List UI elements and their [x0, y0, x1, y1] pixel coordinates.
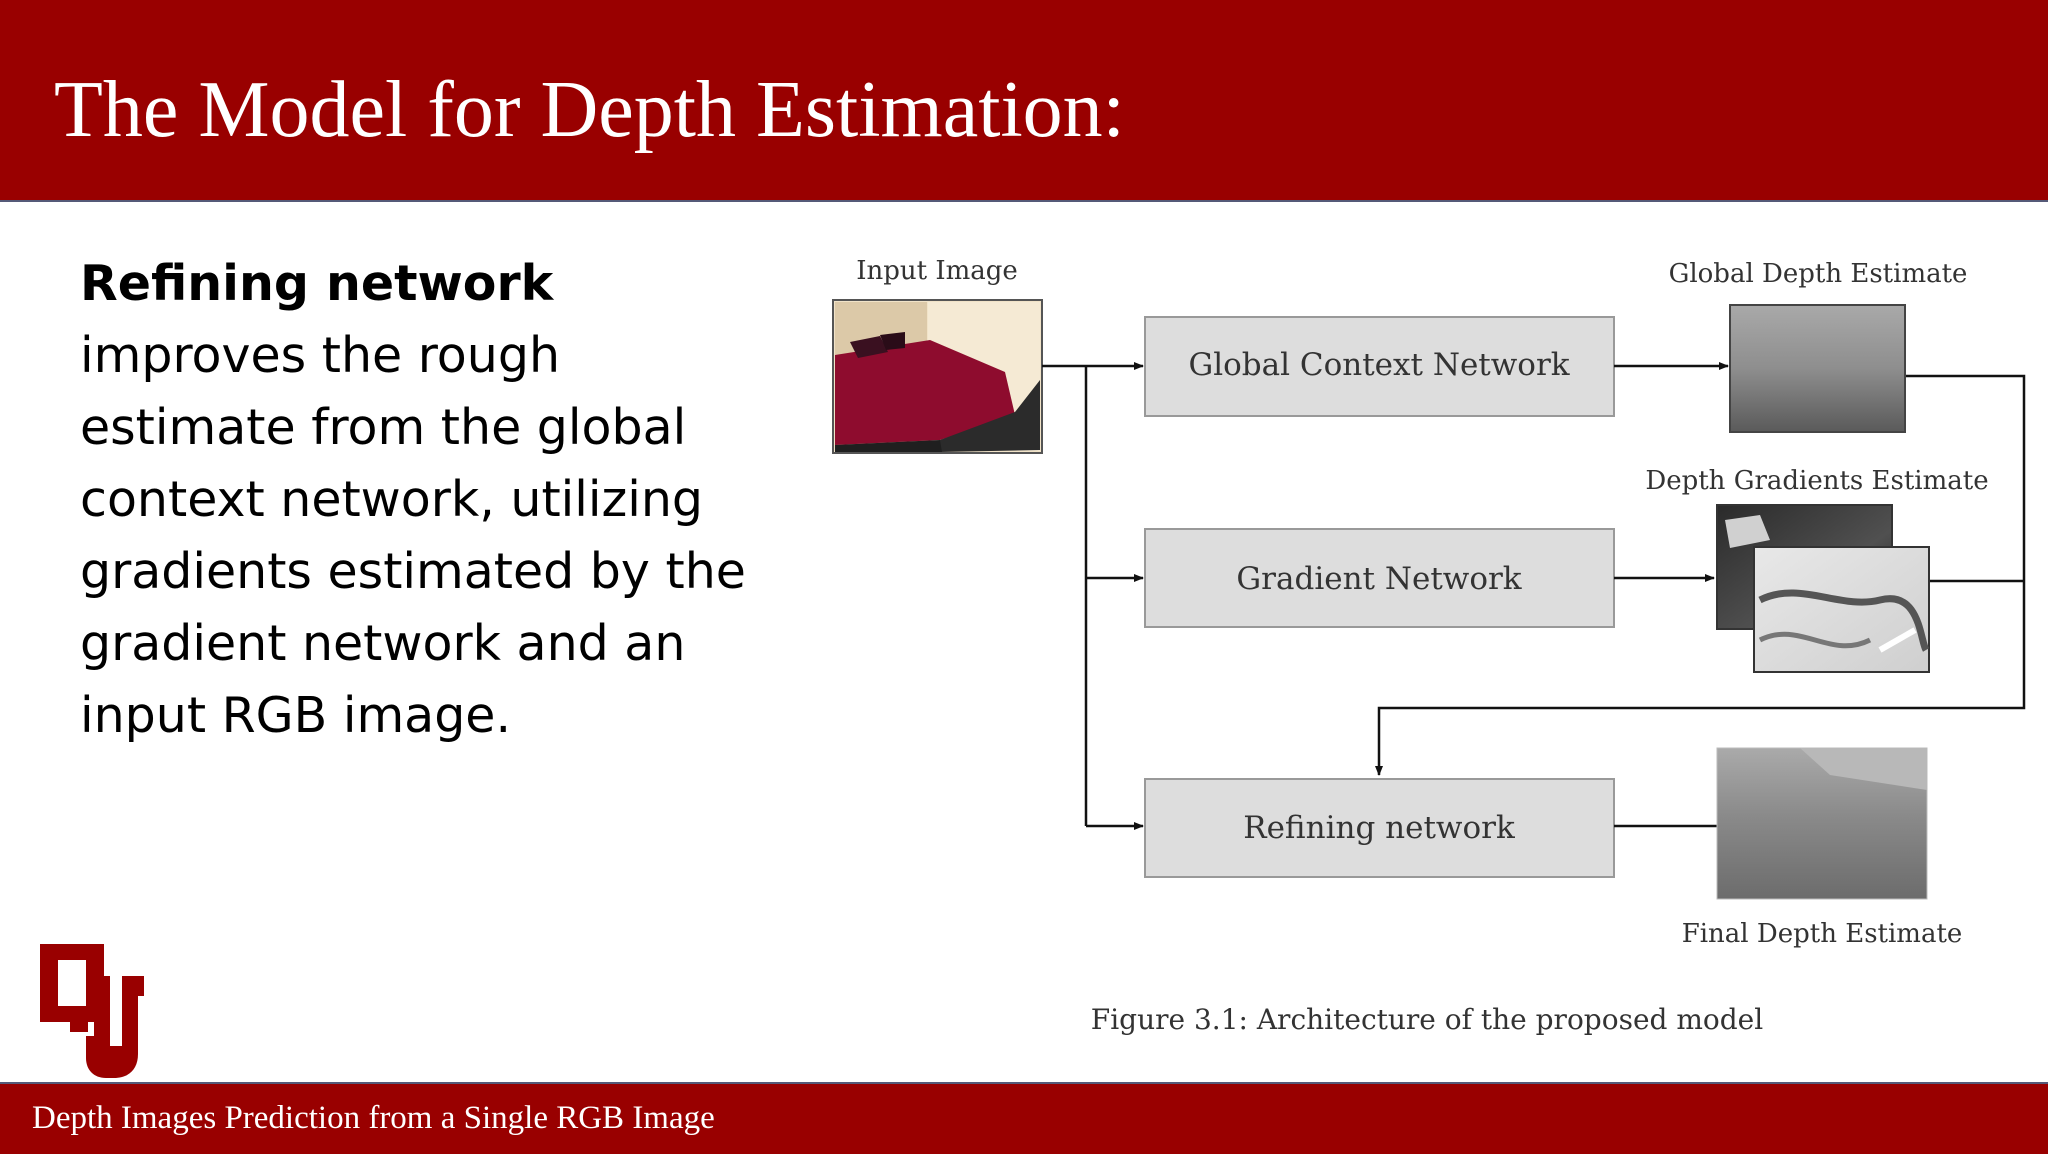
body-text: Refining network improves the rough esti…	[80, 248, 780, 752]
depth-gradients-estimate-label: Depth Gradients Estimate	[1645, 466, 1988, 496]
slide-title: The Model for Depth Estimation:	[54, 66, 1125, 154]
refining-network-label: Refining network	[1243, 810, 1515, 846]
final-depth-estimate-label: Final Depth Estimate	[1682, 919, 1963, 949]
figure-caption: Figure 3.1: Architecture of the proposed…	[1091, 1003, 1763, 1036]
title-bar: The Model for Depth Estimation:	[0, 0, 2048, 202]
body-heading: Refining network	[80, 255, 554, 312]
input-connectors	[1042, 362, 1144, 830]
output-connectors	[1375, 362, 2026, 828]
global-depth-estimate-image	[1729, 304, 1906, 433]
ou-logo	[40, 944, 144, 1078]
gradient-network-label: Gradient Network	[1236, 561, 1521, 597]
gradient-network-box: Gradient Network	[1144, 528, 1615, 628]
depth-gradients-estimate-images	[1716, 504, 1930, 673]
footer-title: Depth Images Prediction from a Single RG…	[32, 1100, 715, 1136]
global-depth-estimate-label: Global Depth Estimate	[1669, 259, 1968, 289]
body-paragraph: improves the rough estimate from the glo…	[80, 327, 746, 744]
input-image-thumbnail	[832, 299, 1043, 454]
input-image-label: Input Image	[856, 256, 1018, 286]
final-depth-estimate-image	[1716, 747, 1928, 900]
global-context-network-label: Global Context Network	[1188, 347, 1569, 383]
footer-bar: Depth Images Prediction from a Single RG…	[0, 1082, 2048, 1154]
global-context-network-box: Global Context Network	[1144, 316, 1615, 417]
refining-network-box: Refining network	[1144, 778, 1615, 878]
